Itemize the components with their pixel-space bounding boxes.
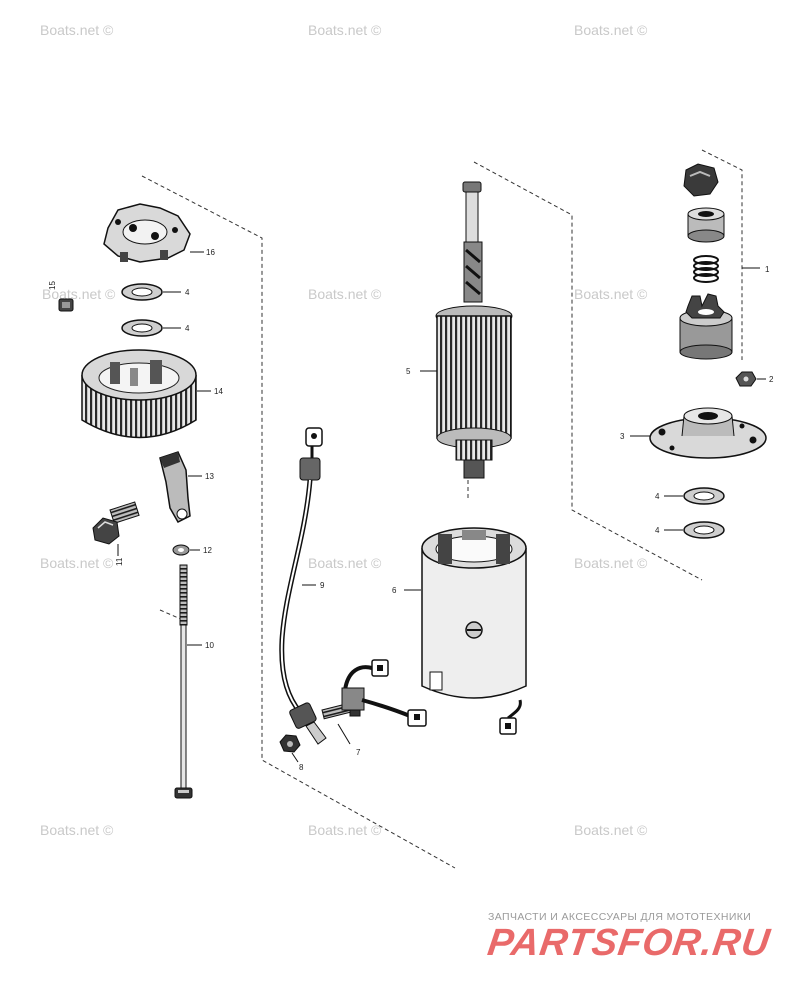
callout-2: 2 [769, 375, 774, 384]
watermark: Boats.net © [42, 286, 116, 302]
callout-4: 4 [185, 324, 190, 333]
motor-frame [421, 527, 527, 735]
callout-4: 4 [655, 492, 660, 501]
small-nut [58, 298, 74, 312]
leader-line [291, 752, 299, 763]
callout-7: 7 [356, 748, 361, 757]
pinion-nut [683, 163, 719, 197]
spring [693, 255, 719, 283]
callout-5: 5 [406, 367, 411, 376]
watermark: Boats.net © [40, 22, 114, 38]
callout-6: 6 [392, 586, 397, 595]
callout-8: 8 [299, 763, 304, 772]
callout-12: 12 [203, 546, 212, 555]
brush-plate [103, 203, 191, 263]
watermark: Boats.net © [308, 555, 382, 571]
watermark: Boats.net © [40, 822, 114, 838]
field-coil-leads [341, 659, 427, 727]
callout-14: 14 [214, 387, 223, 396]
callout-16: 16 [206, 248, 215, 257]
pinion-gear [679, 293, 733, 360]
washer [121, 283, 163, 301]
callout-15: 15 [48, 281, 57, 290]
washer [121, 319, 163, 337]
watermark: Boats.net © [308, 286, 382, 302]
callout-4: 4 [185, 288, 190, 297]
terminal-nut [279, 734, 301, 753]
callout-13: 13 [205, 472, 214, 481]
washer [683, 521, 725, 539]
watermark: Boats.net © [574, 555, 648, 571]
footer-tagline: ЗАПЧАСТИ И АКСЕССУАРЫ ДЛЯ МОТОТЕХНИКИ [488, 911, 752, 923]
callout-4: 4 [655, 526, 660, 535]
terminal-bracket [159, 451, 191, 523]
assembly-outline [141, 149, 743, 869]
callout-3: 3 [620, 432, 625, 441]
watermark: Boats.net © [574, 822, 648, 838]
lead-wire [279, 427, 327, 745]
footer-logo: PARTSFOR.RU [485, 922, 773, 964]
washer [683, 487, 725, 505]
watermark: Boats.net © [40, 555, 114, 571]
callout-1: 1 [765, 265, 770, 274]
drive-end-head [649, 407, 767, 459]
callout-10: 10 [205, 641, 214, 650]
watermark: Boats.net © [574, 22, 648, 38]
through-bolt [174, 564, 193, 799]
callout-11: 11 [115, 557, 124, 566]
sleeve [687, 207, 725, 243]
bolt [92, 501, 140, 545]
watermark: Boats.net © [308, 822, 382, 838]
callout-9: 9 [320, 581, 325, 590]
field-housing [81, 349, 197, 439]
hex-nut [735, 371, 757, 387]
watermark: Boats.net © [574, 286, 648, 302]
small-washer [172, 544, 190, 556]
armature [435, 181, 513, 479]
leader-line [337, 723, 351, 745]
watermark: Boats.net © [308, 22, 382, 38]
